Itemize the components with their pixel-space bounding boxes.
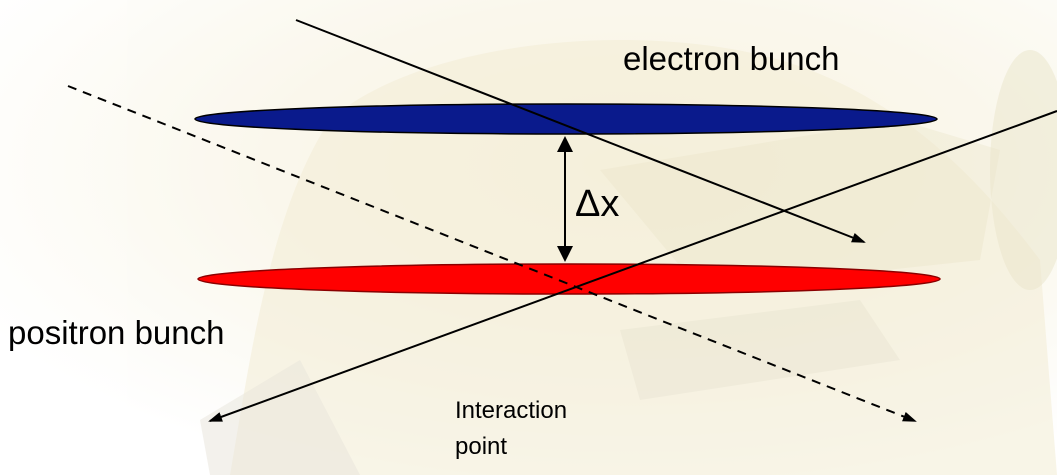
- electron-bunch: [195, 104, 937, 134]
- interaction-point-label-line1: Interaction: [455, 393, 567, 429]
- interaction-point-label-line2: point: [455, 429, 567, 465]
- positron-bunch-label: positron bunch: [8, 314, 224, 352]
- separation-label: Δx: [575, 183, 619, 226]
- interaction-point-label: Interaction point: [455, 393, 567, 465]
- electron-bunch-label: electron bunch: [623, 40, 839, 78]
